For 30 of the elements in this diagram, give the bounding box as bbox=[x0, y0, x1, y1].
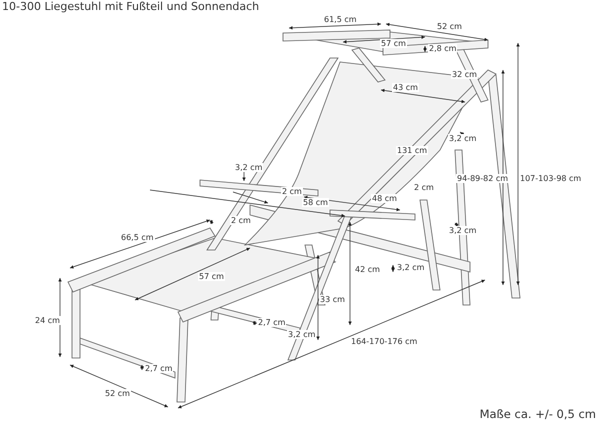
tolerance-note: Maße ca. +/- 0,5 cm bbox=[480, 407, 596, 421]
dimension-label: 2 cm bbox=[230, 216, 252, 225]
dimension-label: 57 cm bbox=[380, 39, 407, 48]
dimension-label: 131 cm bbox=[396, 146, 428, 155]
dimension-label: 2 cm bbox=[413, 183, 435, 192]
dimension-label: 66,5 cm bbox=[120, 233, 155, 242]
dimension-label: 33 cm bbox=[319, 295, 346, 304]
dimension-label: 48 cm bbox=[371, 194, 398, 203]
dimension-label: 3,2 cm bbox=[448, 226, 478, 235]
dimension-label: 3,2 cm bbox=[234, 163, 264, 172]
dimension-label: 94-89-82 cm bbox=[456, 174, 510, 183]
dimension-label: 2,8 cm bbox=[428, 44, 458, 53]
dimension-label: 43 cm bbox=[392, 83, 419, 92]
dimension-label: 107-103-98 cm bbox=[519, 174, 582, 183]
title: 10-300 Liegestuhl mit Fußteil und Sonnendach bbox=[2, 0, 260, 13]
dimension-label: 32 cm bbox=[451, 70, 478, 79]
dimension-label: 164-170-176 cm bbox=[350, 337, 418, 346]
dimension-label: 57 cm bbox=[198, 272, 225, 281]
dimension-label: 42 cm bbox=[354, 265, 381, 274]
dimension-label: 3,2 cm bbox=[287, 330, 316, 339]
dimension-label: 52 cm bbox=[436, 22, 463, 31]
dimension-label: 3,2 cm bbox=[396, 263, 426, 272]
dimension-label: 52 cm bbox=[104, 389, 131, 398]
dimension-label: 58 cm bbox=[302, 198, 329, 207]
dimension-label: 61,5 cm bbox=[323, 15, 358, 24]
dimension-label: 2 cm bbox=[281, 187, 303, 196]
dimension-label: 2,7 cm bbox=[257, 318, 286, 327]
dimension-label: 24 cm bbox=[34, 316, 61, 325]
dimension-label: 3,2 cm bbox=[448, 134, 478, 143]
dimension-label: 2,7 cm bbox=[144, 364, 174, 373]
